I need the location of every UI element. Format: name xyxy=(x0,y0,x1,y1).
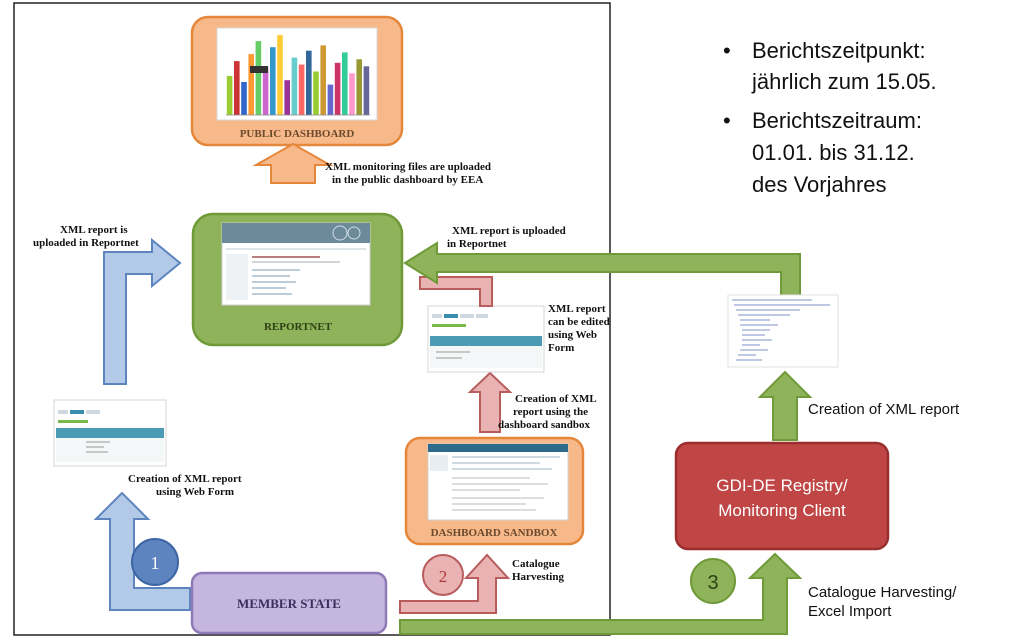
step-2-badge xyxy=(422,554,464,596)
edited-label-3: using Web xyxy=(548,329,597,341)
bullet-symbol-2: • xyxy=(723,108,731,133)
webform-to-reportnet-arrow xyxy=(419,276,493,307)
dashboard-bar xyxy=(262,67,269,115)
gdi-de-node: GDI-DE Registry/ Monitoring Client xyxy=(674,441,890,551)
creation-webform-label-2: using Web Form xyxy=(156,486,234,498)
dashboard-bar xyxy=(284,80,290,115)
sandbox-to-webform-arrow xyxy=(467,371,513,433)
dashboard-bar xyxy=(270,47,276,116)
dashboard-sandbox-title: DASHBOARD SANDBOX xyxy=(431,527,558,539)
member-state-node: MEMBER STATE xyxy=(190,571,388,635)
creation-xml-report-label: Creation of XML report xyxy=(808,401,960,418)
dashboard-bar xyxy=(356,59,362,115)
dashboard-bar xyxy=(241,82,247,115)
catalogue-label-2: Harvesting xyxy=(512,571,564,583)
xml-uploaded-right-label-2: in Reportnet xyxy=(447,238,507,250)
web-form-screenshot-right xyxy=(427,305,545,373)
xml-uploaded-right-label-1: XML report is uploaded xyxy=(452,225,566,237)
reportnet-title: REPORTNET xyxy=(264,321,333,333)
bullet-1-line2: jährlich zum 15.05. xyxy=(751,69,937,94)
step-3-badge xyxy=(690,558,736,604)
creation-sandbox-label-2: report using the xyxy=(513,406,588,418)
creation-sandbox-label-3: dashboard sandbox xyxy=(498,419,591,431)
member-state-webform-arrow xyxy=(93,491,191,611)
dashboard-bar xyxy=(226,75,233,115)
dashboard-bar xyxy=(255,41,262,115)
dashboard-bar xyxy=(327,84,334,115)
xml-monitoring-label-1: XML monitoring files are uploaded xyxy=(325,161,491,173)
xml-monitoring-label-2: in the public dashboard by EEA xyxy=(332,174,483,186)
dashboard-bar xyxy=(313,71,319,115)
step-2-number: 2 xyxy=(439,567,448,586)
edited-label-4: Form xyxy=(548,342,574,354)
bullet-2-line1: Berichtszeitraum: xyxy=(752,108,922,133)
reportnet-screenshot-header xyxy=(222,223,370,243)
creation-sandbox-label-1: Creation of XML xyxy=(515,393,597,405)
upload-left-arrow xyxy=(103,237,182,385)
dashboard-bar xyxy=(298,64,305,115)
catalogue-harvesting-arrow xyxy=(399,553,511,614)
reportnet-logo-icon xyxy=(332,225,348,241)
gdi-de-title-line2: Monitoring Client xyxy=(718,501,846,520)
edited-label-2: can be edited xyxy=(548,316,610,328)
member-state-to-gdi-arrow xyxy=(399,552,803,635)
step-1-number: 1 xyxy=(151,553,160,573)
dashboard-bar xyxy=(306,50,312,116)
dashboard-bar xyxy=(277,35,283,115)
dashboard-bar xyxy=(291,57,298,115)
public-dashboard-node: PUBLIC DASHBOARD xyxy=(190,15,404,147)
upload-to-dashboard-arrow xyxy=(252,142,334,184)
public-dashboard-title: PUBLIC DASHBOARD xyxy=(240,128,355,140)
dashboard-bar xyxy=(320,45,326,115)
reportnet-logo-icon-2 xyxy=(347,226,361,240)
creation-webform-label-1: Creation of XML report xyxy=(128,473,242,485)
sandbox-screenshot xyxy=(427,443,569,521)
bullet-symbol-1: • xyxy=(723,38,731,63)
xml-uploaded-left-label-2: uploaded in Reportnet xyxy=(33,237,139,249)
bullet-2-line2: 01.01. bis 31.12. xyxy=(752,140,915,165)
dashboard-bar xyxy=(248,54,254,115)
catalogue-excel-label-2: Excel Import xyxy=(808,603,892,620)
reporting-schedule-bullets: • Berichtszeitpunkt: jährlich zum 15.05.… xyxy=(723,38,937,197)
dashboard-bar xyxy=(334,62,341,115)
dashboard-chart-tooltip xyxy=(250,66,268,73)
xml-uploaded-left-label-1: XML report is xyxy=(60,224,128,236)
bullet-2-line3: des Vorjahres xyxy=(752,172,887,197)
dashboard-sandbox-node: DASHBOARD SANDBOX xyxy=(404,436,585,546)
reportnet-node: REPORTNET xyxy=(191,212,404,347)
step-3-number: 3 xyxy=(707,572,718,594)
dashboard-bar xyxy=(363,66,370,115)
reportnet-screenshot-sidebar xyxy=(226,254,248,300)
diagram-frame xyxy=(13,2,611,636)
xml-document-thumbnail xyxy=(727,294,839,368)
dashboard-bar xyxy=(234,61,240,115)
dashboard-bar xyxy=(342,52,348,115)
dashboard-chart-bars xyxy=(226,35,370,116)
bullet-1-line1: Berichtszeitpunkt: xyxy=(752,38,926,63)
web-form-screenshot-left xyxy=(53,399,167,467)
member-state-title: MEMBER STATE xyxy=(237,596,341,611)
catalogue-excel-label-1: Catalogue Harvesting/ xyxy=(808,584,957,601)
dashboard-bar xyxy=(349,73,355,115)
gdi-to-xml-arrow xyxy=(757,370,813,441)
edited-label-1: XML report xyxy=(548,303,606,315)
step-1-badge xyxy=(131,538,179,586)
catalogue-label-1: Catalogue xyxy=(512,558,560,570)
xml-to-reportnet-arrow xyxy=(403,241,801,301)
gdi-de-title-line1: GDI-DE Registry/ xyxy=(716,476,848,495)
